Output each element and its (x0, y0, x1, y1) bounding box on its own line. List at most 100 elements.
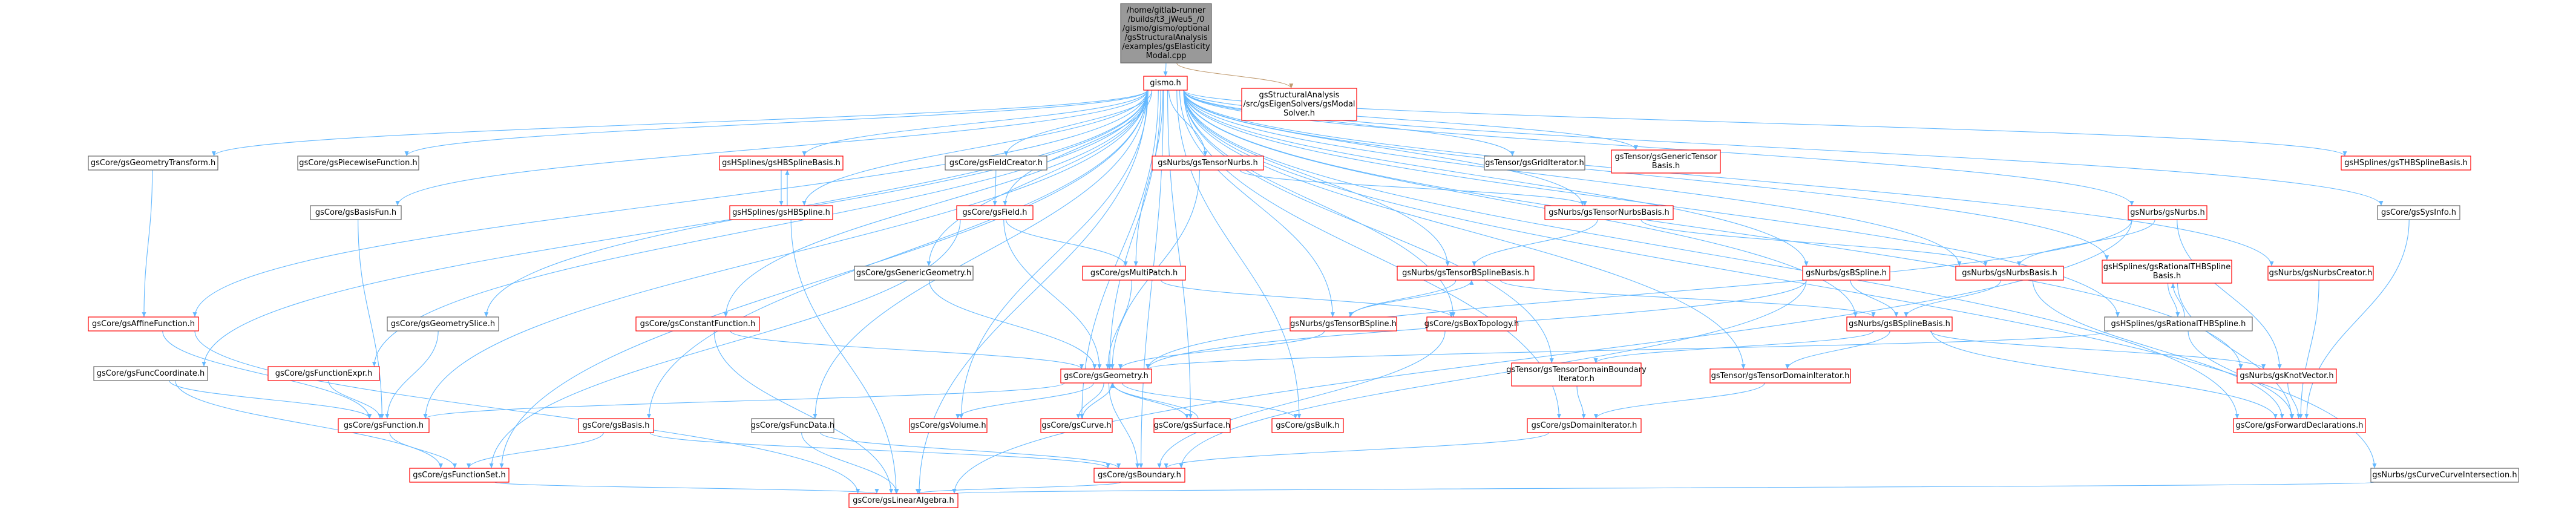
edge-gismo-h-to-geom-slice (484, 90, 1148, 318)
node-box (909, 418, 988, 433)
edge-bspline-basis-to-knot-vector (1930, 330, 2266, 370)
node-linear-algebra[interactable]: gsCore/gsLinearAlgebra.h (848, 493, 959, 508)
node-geom-slice[interactable]: gsCore/gsGeometrySlice.h (387, 316, 499, 332)
node-hbspline-basis[interactable]: gsHSplines/gsHBSplineBasis.h (719, 155, 844, 171)
node-bulk[interactable]: gsCore/gsBulk.h (1271, 418, 1344, 433)
node-box-topology[interactable]: gsCore/gsBoxTopology.h (1424, 316, 1519, 332)
node-multipatch[interactable]: gsCore/gsMultiPatch.h (1082, 266, 1186, 281)
edge-geometry-to-curve (1076, 382, 1104, 419)
node-function-set[interactable]: gsCore/gsFunctionSet.h (409, 468, 510, 483)
node-label: gsNurbs/gsKnotVector.h (2240, 371, 2333, 381)
dependency-edge (916, 482, 1121, 494)
node-tensor-nurbs[interactable]: gsNurbs/gsTensorNurbs.h (1152, 155, 1264, 171)
dependency-edge (395, 90, 1148, 206)
dependency-edge (1183, 90, 2109, 261)
node-label: gsCore/gsSurface.h (1154, 421, 1230, 430)
node-function[interactable]: gsCore/gsFunction.h (338, 418, 430, 433)
node-nurbs[interactable]: gsNurbs/gsNurbs.h (2128, 205, 2207, 220)
node-geom-transform[interactable]: gsCore/gsGeometryTransform.h (88, 155, 218, 171)
node-bspline[interactable]: gsNurbs/gsBSpline.h (1802, 266, 1890, 281)
edge-curve-to-geometry (1082, 382, 1115, 419)
node-piecewise[interactable]: gsCore/gsPiecewiseFunction.h (297, 155, 419, 171)
node-box (1426, 316, 1517, 332)
dependency-edge (2167, 283, 2180, 318)
edge-tensor-domain-iter-to-domain-iter (1594, 382, 1765, 419)
dependency-edge (1183, 90, 1809, 267)
node-volume[interactable]: gsCore/gsVolume.h (909, 418, 988, 433)
node-nurbs-creator[interactable]: gsNurbs/gsNurbsCreator.h (2267, 266, 2374, 281)
dependency-edge (1176, 62, 1294, 89)
node-label: gsCore/gsBasis.h (583, 421, 650, 430)
node-label: gsNurbs/gsNurbs.h (2130, 208, 2204, 217)
node-geometry[interactable]: gsCore/gsGeometry.h (1060, 368, 1152, 384)
node-tensor-bspline[interactable]: gsNurbs/gsTensorBSpline.h (1290, 316, 1397, 332)
node-constant-fun[interactable]: gsCore/gsConstantFunction.h (635, 316, 760, 332)
node-tensor-bspline-basis[interactable]: gsNurbs/gsTensorBSplineBasis.h (1397, 266, 1535, 281)
node-surface[interactable]: gsCore/gsSurface.h (1153, 418, 1231, 433)
node-label: gsCore/gsDomainIterator.h (1532, 421, 1637, 430)
node-func-coord[interactable]: gsCore/gsFuncCoordinate.h (93, 366, 208, 381)
dependency-edge (169, 380, 372, 419)
dependency-edge (1133, 90, 1164, 267)
node-boundary[interactable]: gsCore/gsBoundary.h (1093, 468, 1185, 483)
node-label: /gismo/gismo/optional (1122, 24, 1210, 33)
node-affine-fun[interactable]: gsCore/gsAffineFunction.h (88, 316, 199, 332)
node-box (338, 418, 430, 433)
node-curve[interactable]: gsCore/gsCurve.h (1040, 418, 1113, 433)
node-box (635, 316, 760, 332)
edge-func-data-to-boundary (820, 432, 1121, 469)
edge-field-creator-to-field (992, 169, 997, 206)
edge-rational-thb-to-geometry (1145, 330, 2109, 370)
node-grid-iter[interactable]: gsTensor/gsGridIterator.h (1484, 155, 1585, 171)
edge-gismo-h-to-thb-basis (1183, 90, 2347, 157)
node-field-creator[interactable]: gsCore/gsFieldCreator.h (945, 155, 1047, 171)
dependency-edge (1076, 382, 1104, 419)
edge-tensor-bspline-basis-to-bspline-basis (1499, 280, 1876, 318)
edge-gismo-h-to-box-topology (1183, 90, 1456, 318)
dependency-edge (1107, 90, 1161, 370)
node-field[interactable]: gsCore/gsField.h (956, 205, 1034, 220)
node-tensor-domain-boundary[interactable]: gsTensor/gsTensorDomainBoundaryIterator.… (1506, 362, 1647, 387)
node-curve-curve-inter[interactable]: gsNurbs/gsCurveCurveIntersection.h (2370, 468, 2519, 483)
node-thb-basis[interactable]: gsHSplines/gsTHBSplineBasis.h (2341, 155, 2471, 171)
edge-function-to-function-set (389, 432, 457, 469)
node-root[interactable]: /home/gitlab-runner/builds/t3_jWeu5_/0/g… (1120, 3, 1212, 64)
node-box (1143, 76, 1188, 91)
node-gismo-h[interactable]: gismo.h (1143, 76, 1188, 91)
node-label: gsCore/gsVolume.h (910, 421, 986, 430)
dependency-edge (1179, 280, 1807, 469)
node-sys-info[interactable]: gsCore/gsSysInfo.h (2377, 205, 2460, 220)
node-generic-geom[interactable]: gsCore/gsGenericGeometry.h (854, 266, 974, 281)
node-label: gsCore/gsSysInfo.h (2381, 208, 2456, 217)
node-label: gsHSplines/gsHBSplineBasis.h (722, 159, 841, 168)
node-box (1120, 3, 1212, 64)
node-label: gismo.h (1150, 79, 1181, 88)
node-modal-solver[interactable]: gsStructuralAnalysis/src/gsEigenSolvers/… (1241, 88, 1357, 121)
node-domain-iter[interactable]: gsCore/gsDomainIterator.h (1527, 418, 1642, 433)
dependency-edge (953, 482, 2375, 494)
node-rational-thb[interactable]: gsHSplines/gsRationalTHBSpline.h (2104, 316, 2253, 332)
node-tensor-domain-iter[interactable]: gsTensor/gsTensorDomainIterator.h (1709, 368, 1851, 384)
dependency-edge (2298, 280, 2319, 419)
edge-tensor-nurbs-basis-to-tensor-bspline-basis (1472, 219, 1598, 267)
dependency-edge (1176, 90, 1302, 419)
node-knot-vector[interactable]: gsNurbs/gsKnotVector.h (2237, 368, 2337, 384)
node-basis-fun[interactable]: gsCore/gsBasisFun.h (310, 205, 402, 220)
dependency-edge (1110, 382, 1199, 419)
node-func-data[interactable]: gsCore/gsFuncData.h (751, 418, 834, 433)
edge-affine-fun-to-linear-algebra (194, 330, 860, 494)
dependency-edge (423, 382, 1065, 419)
node-forward-decl[interactable]: gsCore/gsForwardDeclarations.h (2233, 418, 2366, 433)
node-box (1153, 418, 1231, 433)
node-nurbs-basis[interactable]: gsNurbs/gsNurbsBasis.h (1955, 266, 2064, 281)
node-hbspline[interactable]: gsHSplines/gsHBSpline.h (729, 205, 833, 220)
node-tensor-nurbs-basis[interactable]: gsNurbs/gsTensorNurbsBasis.h (1544, 205, 1674, 220)
node-bspline-basis[interactable]: gsNurbs/gsBSplineBasis.h (1846, 316, 1953, 332)
edge-gismo-h-to-bulk (1176, 90, 1302, 419)
edges-layer (142, 62, 2410, 494)
edge-gismo-h-to-basis-fun (395, 90, 1148, 206)
node-function-expr[interactable]: gsCore/gsFunctionExpr.h (267, 366, 380, 381)
node-basis[interactable]: gsCore/gsBasis.h (578, 418, 654, 433)
